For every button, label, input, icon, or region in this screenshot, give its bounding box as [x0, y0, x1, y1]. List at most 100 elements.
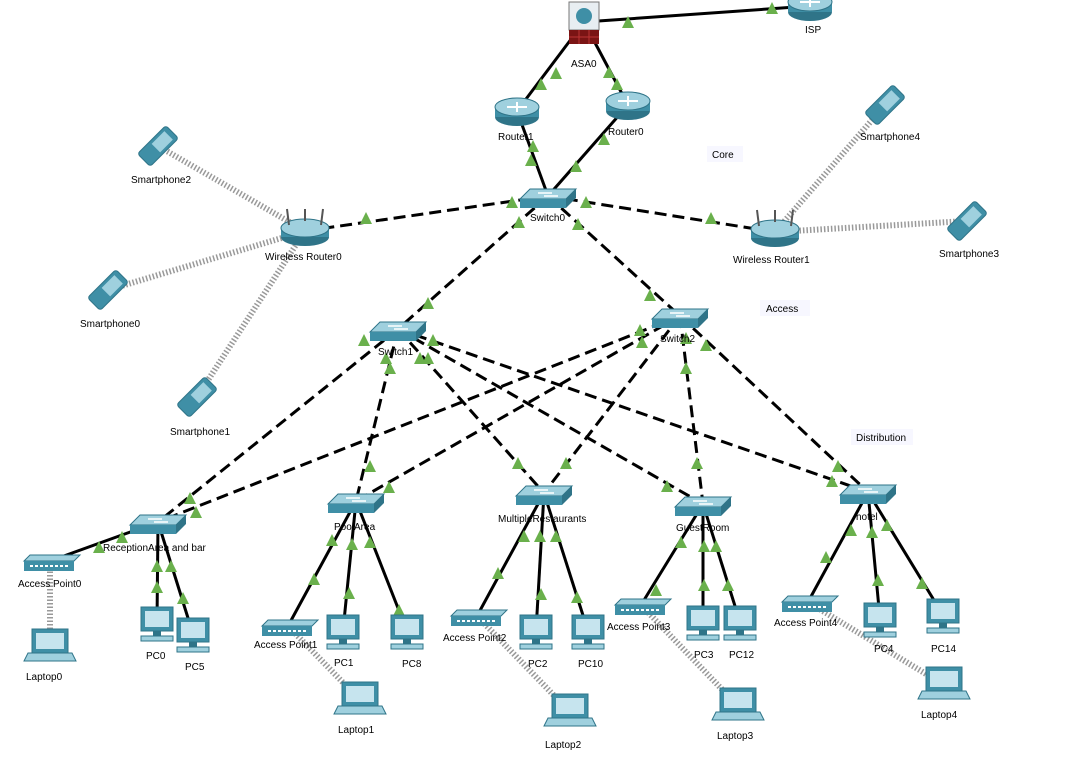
port-up-indicator: [422, 352, 434, 364]
link-restaurants-pc2[interactable]: [534, 492, 546, 632]
port-up-indicator: [872, 574, 884, 586]
link-reception-pc0[interactable]: [155, 521, 160, 624]
device-switch2-switch-icon[interactable]: [650, 308, 710, 328]
link-switch1-pool[interactable]: [354, 328, 400, 502]
device-label-pc5: PC5: [185, 662, 205, 673]
device-ap3-access-point-icon[interactable]: [613, 598, 673, 615]
device-label-ap0: Access Point0: [18, 579, 82, 590]
link-switch2-guestroom[interactable]: [678, 315, 705, 505]
device-label-laptop0: Laptop0: [26, 672, 63, 683]
device-ap0-access-point-icon[interactable]: [22, 554, 82, 571]
link-pool-ap1[interactable]: [286, 500, 358, 627]
port-up-indicator: [427, 334, 439, 346]
link-router0-switch0[interactable]: [546, 104, 630, 197]
device-label-pc3: PC3: [694, 650, 714, 661]
device-sp4-smartphone-icon[interactable]: [864, 84, 905, 125]
device-label-wr0: Wireless Router0: [265, 252, 342, 263]
device-pc5-pc-icon[interactable]: [176, 617, 210, 653]
port-up-indicator: [680, 362, 692, 374]
port-up-indicator: [570, 160, 582, 172]
device-label-ap1: Access Point1: [254, 640, 318, 651]
device-laptop2-laptop-icon[interactable]: [543, 693, 597, 727]
device-wr1-wireless-router-icon[interactable]: [750, 209, 800, 247]
device-pc8-pc-icon[interactable]: [390, 614, 424, 650]
device-pc14-pc-icon[interactable]: [926, 598, 960, 634]
link-hotel-pc14[interactable]: [866, 491, 945, 616]
device-switch1-switch-icon[interactable]: [368, 321, 428, 341]
device-guestroom-switch-icon[interactable]: [673, 496, 733, 516]
device-sp0-smartphone-icon[interactable]: [87, 269, 128, 310]
device-pc10-pc-icon[interactable]: [571, 614, 605, 650]
link-switch0-switch2[interactable]: [546, 194, 682, 318]
device-laptop4-laptop-icon[interactable]: [917, 666, 971, 700]
port-up-indicator: [93, 541, 105, 553]
port-up-indicator: [832, 460, 844, 472]
device-label-pc10: PC10: [578, 659, 603, 670]
link-wr0-sp2[interactable]: [156, 143, 307, 234]
device-pc1-pc-icon[interactable]: [326, 614, 360, 650]
link-switch1-reception[interactable]: [157, 327, 399, 524]
link-wr0-sp0[interactable]: [107, 228, 306, 293]
device-hotel-switch-icon[interactable]: [838, 484, 898, 504]
port-up-indicator: [611, 78, 623, 90]
device-router0-router-icon[interactable]: [605, 91, 651, 120]
link-wr1-sp4[interactable]: [772, 103, 888, 234]
device-pool-switch-icon[interactable]: [326, 493, 386, 513]
port-up-indicator: [518, 530, 530, 542]
device-switch0-switch-icon[interactable]: [518, 188, 578, 208]
device-label-switch1: Switch1: [378, 347, 413, 358]
link-pool-pc1[interactable]: [341, 500, 358, 632]
link-reception-pc5[interactable]: [156, 521, 195, 635]
link-wr0-sp1[interactable]: [194, 229, 308, 399]
device-ap1-access-point-icon[interactable]: [260, 619, 320, 636]
link-guestroom-pc12[interactable]: [701, 503, 742, 623]
link-restaurants-ap2[interactable]: [475, 492, 546, 617]
link-hotel-pc4[interactable]: [866, 491, 882, 620]
device-sp2-smartphone-icon[interactable]: [137, 125, 178, 166]
link-ap2-laptop2[interactable]: [474, 613, 573, 715]
device-sp3-smartphone-icon[interactable]: [946, 200, 987, 241]
port-up-indicator: [622, 16, 634, 28]
device-restaurants-switch-icon[interactable]: [514, 485, 574, 505]
device-ap4-access-point-icon[interactable]: [780, 595, 840, 612]
device-laptop3-laptop-icon[interactable]: [711, 687, 765, 721]
device-label-router0: Router0: [608, 127, 644, 138]
device-pc4-pc-icon[interactable]: [863, 602, 897, 638]
device-router1-router-icon[interactable]: [494, 97, 540, 126]
device-label-wr1: Wireless Router1: [733, 255, 810, 266]
device-ap2-access-point-icon[interactable]: [449, 609, 509, 626]
device-pc2-pc-icon[interactable]: [519, 614, 553, 650]
link-switch2-pool[interactable]: [355, 314, 681, 503]
device-sp1-smartphone-icon[interactable]: [176, 376, 217, 417]
link-switch1-guestroom[interactable]: [397, 327, 704, 506]
zone-core-box: [707, 146, 743, 162]
device-laptop1-laptop-icon[interactable]: [333, 681, 387, 715]
port-up-indicator: [513, 216, 525, 228]
link-switch0-switch1[interactable]: [397, 194, 549, 331]
link-switch1-hotel[interactable]: [397, 327, 869, 494]
link-switch2-hotel[interactable]: [678, 314, 870, 494]
device-asa0-firewall-icon[interactable]: [568, 1, 600, 44]
device-label-asa0: ASA0: [571, 59, 597, 70]
port-up-indicator: [364, 536, 376, 548]
link-hotel-ap4[interactable]: [806, 491, 870, 603]
link-restaurants-pc10[interactable]: [542, 492, 590, 632]
link-wr1-sp3[interactable]: [774, 218, 968, 235]
link-switch2-reception[interactable]: [157, 314, 681, 524]
port-up-indicator: [845, 524, 857, 536]
device-reception-switch-icon[interactable]: [128, 514, 188, 534]
port-up-indicator: [650, 584, 662, 596]
device-pc3-pc-icon[interactable]: [686, 605, 720, 641]
device-pc0-pc-icon[interactable]: [140, 606, 174, 642]
port-up-indicator: [598, 133, 610, 145]
device-pc12-pc-icon[interactable]: [723, 605, 757, 641]
link-switch0-wr0[interactable]: [304, 194, 549, 233]
device-wr0-wireless-router-icon[interactable]: [280, 208, 330, 246]
port-up-indicator: [916, 577, 928, 589]
port-up-indicator: [422, 297, 434, 309]
device-isp-router-icon[interactable]: [787, 0, 833, 21]
device-laptop0-laptop-icon[interactable]: [23, 628, 77, 662]
link-guestroom-ap3[interactable]: [639, 503, 705, 606]
port-up-indicator: [165, 560, 177, 572]
